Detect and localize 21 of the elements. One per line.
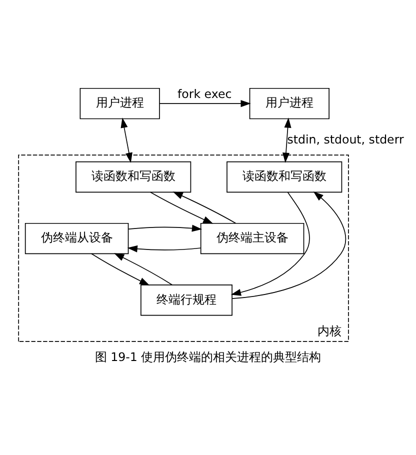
arrow xyxy=(282,117,292,162)
node-box: 用户进程 xyxy=(249,87,330,119)
arrow xyxy=(159,100,251,107)
node-box: 伪终端从设备 xyxy=(24,222,129,254)
arrow xyxy=(114,252,173,285)
arrow xyxy=(150,191,214,224)
node-box: 读函数和写函数 xyxy=(76,160,192,192)
arrow xyxy=(172,191,236,224)
node-box: 伪终端主设备 xyxy=(200,222,304,254)
caption: 图 19-1 使用伪终端的相关进程的典型结构 xyxy=(94,350,322,364)
node-box: 读函数和写函数 xyxy=(226,160,342,192)
node-box: 终端行规程 xyxy=(140,284,232,316)
arrow xyxy=(128,224,202,232)
arrow xyxy=(91,252,150,285)
arrow xyxy=(127,244,202,252)
edge-label: stdin, stdout, stderr xyxy=(287,132,404,146)
edge-label: fork exec xyxy=(178,86,232,100)
node-box: 用户进程 xyxy=(80,87,160,119)
arrow xyxy=(232,190,346,299)
arrow xyxy=(120,117,132,162)
arrow xyxy=(230,191,310,296)
